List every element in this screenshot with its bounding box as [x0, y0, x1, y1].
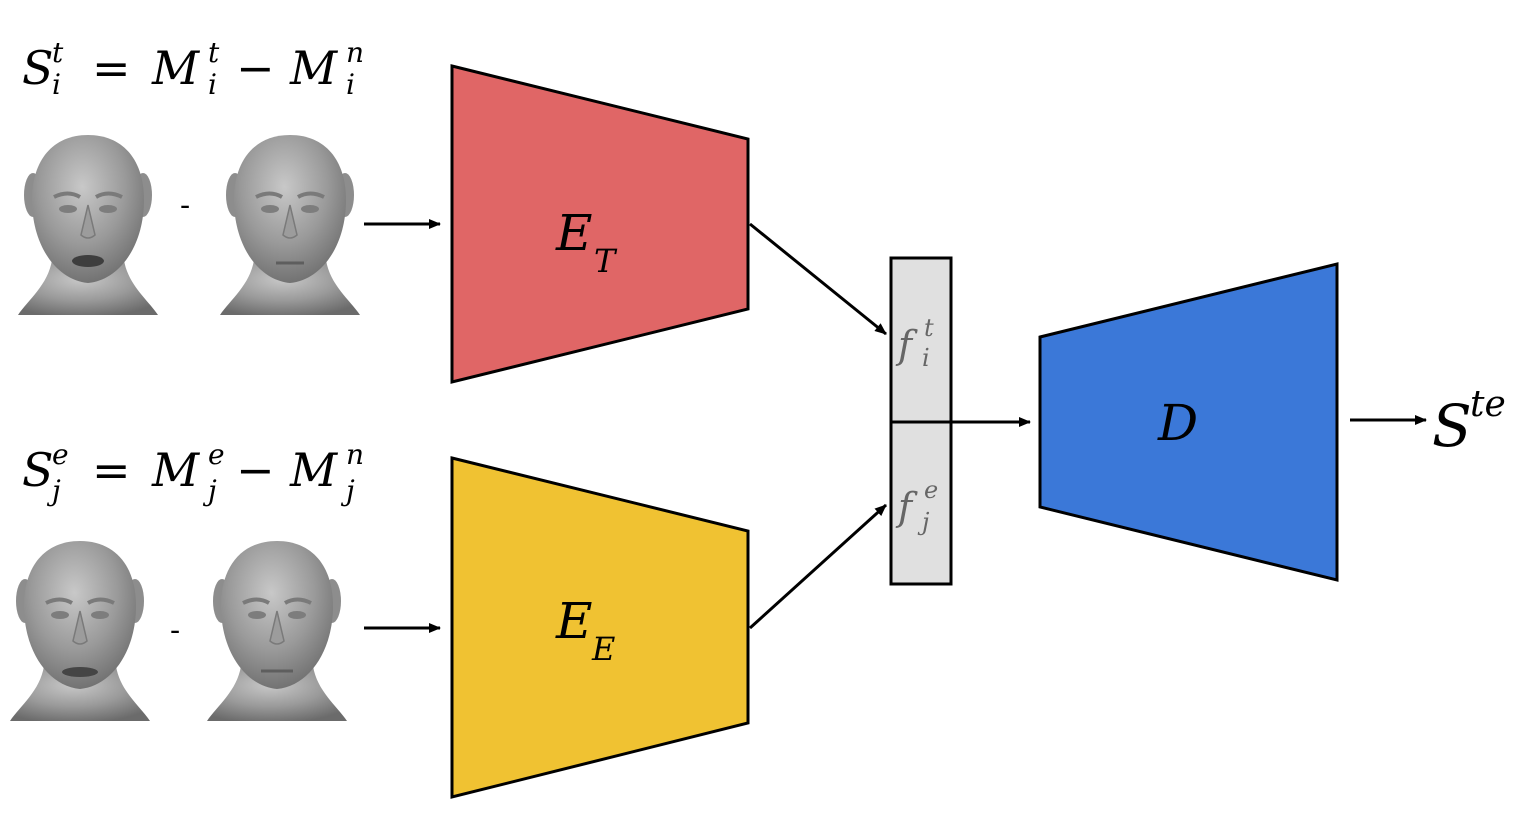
eq-bottom-minus: −	[236, 443, 275, 497]
expression-encoder-label: E	[555, 592, 593, 650]
texture-encoder	[450, 64, 750, 384]
face-expression-bottom	[8, 539, 152, 723]
eq-top-M1-sub: i	[208, 68, 217, 101]
expression-encoder	[450, 456, 750, 799]
eq-bottom-M1-sub: j	[202, 474, 217, 507]
eq-bottom-S-sup: e	[52, 438, 69, 471]
face-neutral-bottom	[205, 539, 349, 723]
eq-top-equals: =	[92, 41, 131, 95]
texture-encoder-label: E	[555, 204, 593, 262]
eq-top-M2-sup: n	[346, 36, 364, 69]
eq-bottom-M1: M	[151, 443, 201, 497]
output-label: S	[1432, 392, 1472, 460]
eq-top-M2: M	[289, 41, 339, 95]
equation-top: S t i = M t i − M n i	[22, 36, 364, 101]
latent-top-sup: t	[924, 314, 934, 342]
latent-top-sub: i	[922, 344, 930, 372]
eq-bottom-M2: M	[289, 443, 339, 497]
eq-bottom-M1-sup: e	[208, 438, 225, 471]
eq-top-M2-sub: i	[346, 68, 355, 101]
eq-top-S-sub: i	[52, 68, 61, 101]
texture-encoder-sub: T	[594, 242, 618, 280]
equation-bottom: S e j = M e j − M n j	[22, 438, 364, 507]
decoder	[1038, 262, 1339, 582]
eq-bottom-M2-sup: n	[346, 438, 364, 471]
expression-encoder-sub: E	[591, 630, 615, 668]
latent-bottom-sup: e	[924, 476, 938, 504]
face-talking-top	[16, 133, 160, 317]
decoder-label: D	[1157, 394, 1198, 452]
latent-texture-code	[889, 256, 953, 424]
arrow-texture-to-latent	[749, 222, 887, 336]
eq-top-minus: −	[236, 41, 275, 95]
eq-bottom-M2-sub: j	[340, 474, 355, 507]
output-sup: te	[1470, 384, 1506, 425]
face-minus-top: -	[180, 188, 190, 223]
arrow-expression-to-latent	[748, 503, 888, 630]
eq-top-S: S	[22, 41, 54, 95]
face-minus-bottom: -	[170, 613, 180, 648]
eq-top-S-sup: t	[52, 36, 64, 69]
eq-top-M1: M	[151, 41, 201, 95]
eq-bottom-S: S	[22, 443, 54, 497]
face-neutral-top	[218, 133, 362, 317]
eq-bottom-equals: =	[92, 443, 131, 497]
eq-top-M1-sup: t	[208, 36, 220, 69]
latent-expression-code	[889, 420, 953, 586]
